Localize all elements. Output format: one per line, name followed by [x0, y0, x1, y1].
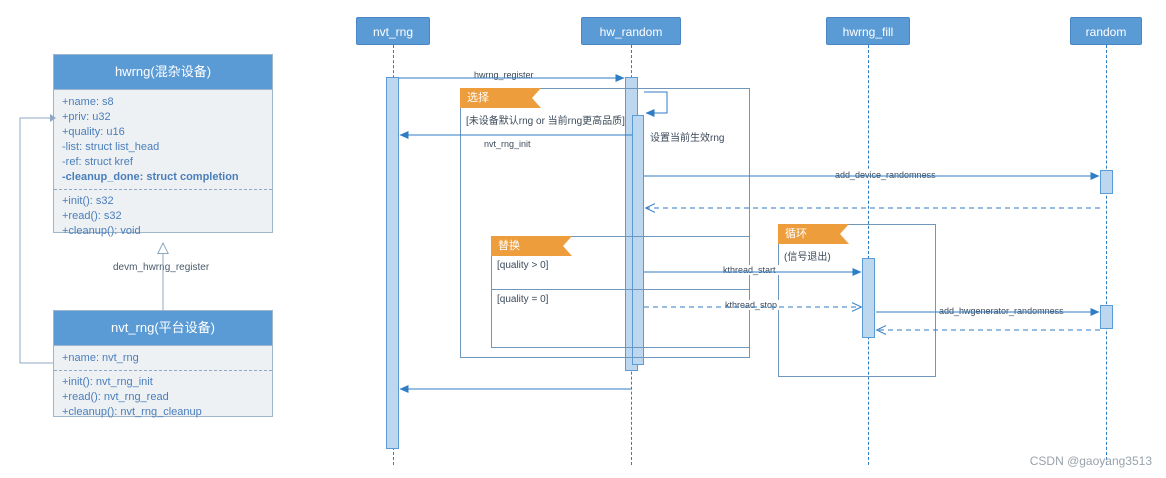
class-attributes-hwrng: +name: s8 +priv: u32 +quality: u16 -list… [54, 90, 272, 189]
fragment-tag-replace: 替换 [491, 236, 572, 256]
class-attribute: -cleanup_done: struct completion [62, 171, 239, 183]
class-attribute: +name: s8 [62, 96, 114, 108]
message-label-add-hwgenerator-randomness: add_hwgenerator_randomness [936, 306, 1067, 316]
fragment-alt-replace [491, 236, 750, 348]
class-title-nvt-rng: nvt_rng(平台设备) [54, 311, 272, 346]
class-attribute: +priv: u32 [62, 111, 111, 123]
fragment-note-loop: (信号退出) [784, 252, 831, 263]
lifeline-head-nvt-rng[interactable]: nvt_rng [356, 17, 430, 45]
activation-random-1 [1100, 170, 1113, 194]
class-attribute: -ref: struct kref [62, 156, 133, 168]
fragment-divider-replace [491, 289, 750, 290]
message-label-nvt-rng-init: nvt_rng_init [481, 139, 534, 149]
message-label-kthread-start: kthread_start [720, 265, 779, 275]
fragment-guard-replace-2: [quality = 0] [497, 294, 549, 305]
class-attributes-nvt-rng: +name: nvt_rng [54, 346, 272, 370]
class-operation: +cleanup(): void [62, 225, 141, 237]
class-operation: +read(): nvt_rng_read [62, 391, 169, 403]
class-box-nvt-rng: nvt_rng(平台设备) +name: nvt_rng +init(): nv… [53, 310, 273, 418]
class-title-hwrng: hwrng(混杂设备) [54, 55, 272, 90]
lifeline-head-hwrng-fill[interactable]: hwrng_fill [826, 17, 910, 45]
fragment-tag-loop: 循环 [778, 224, 849, 244]
activation-hw-random-inner [632, 115, 644, 365]
activation-random-2 [1100, 305, 1113, 329]
activation-nvt-rng [386, 77, 399, 449]
fragment-guard-replace-1: [quality > 0] [497, 260, 549, 271]
message-label-set-current-rng: 设置当前生效rng [647, 129, 728, 144]
lifeline-head-hw-random[interactable]: hw_random [581, 17, 681, 45]
watermark-text: CSDN @gaoyang3513 [1029, 454, 1152, 468]
class-operation: +read(): s32 [62, 210, 122, 222]
fragment-loop [778, 224, 936, 377]
class-operation: +cleanup(): nvt_rng_cleanup [62, 406, 202, 418]
fragment-guard-choice: [未设备默认rng or 当前rng更高品质] [466, 116, 625, 127]
class-box-hwrng: hwrng(混杂设备) +name: s8 +priv: u32 +qualit… [53, 54, 273, 237]
class-operations-hwrng: +init(): s32 +read(): s32 +cleanup(): vo… [54, 189, 272, 245]
class-attribute: +quality: u16 [62, 126, 125, 138]
message-label-kthread-stop: kthread_stop [722, 300, 781, 310]
message-label-add-device-randomness: add_device_randomness [832, 170, 939, 180]
class-operation: +init(): nvt_rng_init [62, 376, 153, 388]
lifeline-hwrng-fill [868, 45, 869, 465]
fragment-alt-choice [460, 88, 750, 358]
message-label-hwrng-register: hwrng_register [471, 70, 537, 80]
lifeline-head-random[interactable]: random [1070, 17, 1142, 45]
class-operation: +init(): s32 [62, 195, 114, 207]
relation-label-devm-hwrng-register: devm_hwrng_register [113, 262, 210, 273]
fragment-tag-choice: 选择 [460, 88, 541, 108]
class-attribute: +name: nvt_rng [62, 352, 139, 364]
lifeline-random [1106, 45, 1107, 465]
class-operations-nvt-rng: +init(): nvt_rng_init +read(): nvt_rng_r… [54, 370, 272, 426]
class-attribute: -list: struct list_head [62, 141, 160, 153]
activation-hwrng-fill [862, 258, 875, 338]
